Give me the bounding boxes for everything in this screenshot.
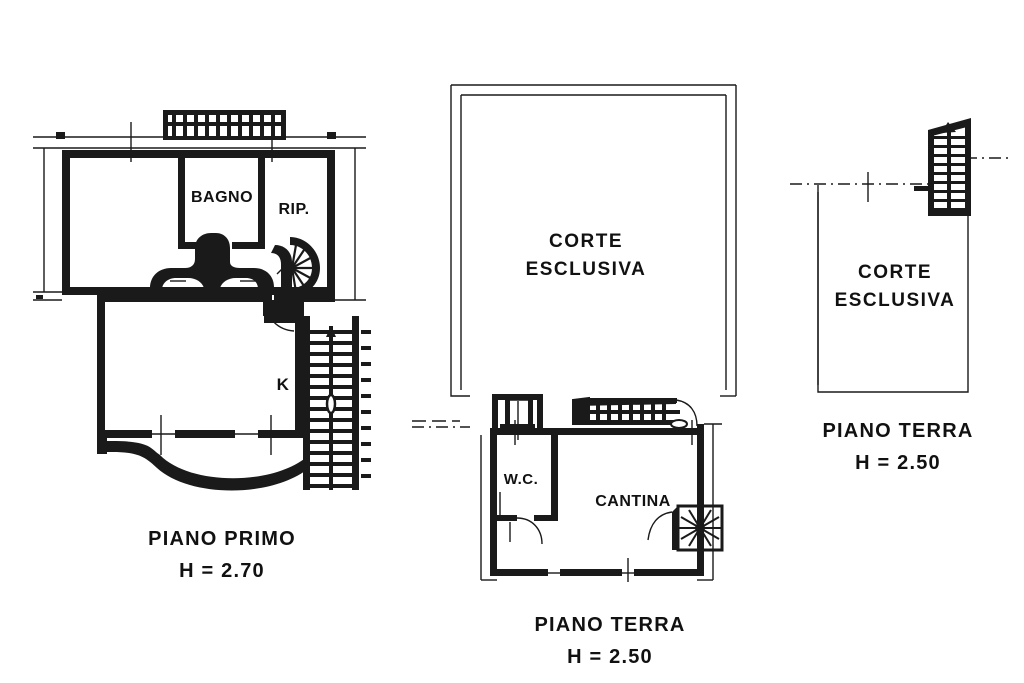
partitions-bagno-rip <box>178 156 265 249</box>
external-staircase-right-icon <box>914 118 971 216</box>
room-label-wc: W.C. <box>504 471 539 488</box>
external-staircase-icon <box>572 396 698 429</box>
area-label-corte-line1: CORTE <box>549 231 623 252</box>
room-label-cantina: CANTINA <box>595 493 671 510</box>
area-label-corte-esclusiva-centro: CORTE ESCLUSIVA <box>526 231 647 280</box>
room-label-bagno: BAGNO <box>191 189 253 206</box>
area-label-corte-right-line2: ESCLUSIVA <box>835 290 956 311</box>
area-label-corte-line2: ESCLUSIVA <box>526 259 647 280</box>
caption-title-piano-primo: PIANO PRIMO <box>148 528 296 550</box>
spiral-staircase-icon <box>271 237 320 296</box>
spiral-staircase-cantina-icon <box>647 504 724 552</box>
plan-piano-primo: PIANO PRIMO H = 2.70 BAGNO RIP. K <box>33 110 371 582</box>
caption-height-piano-terra-destra: H = 2.50 <box>855 452 941 474</box>
courtyard-outline-right <box>817 185 969 393</box>
area-label-corte-esclusiva-destra: CORTE ESCLUSIVA <box>835 262 956 311</box>
partition-wc <box>497 435 558 545</box>
caption-title-piano-terra-centro: PIANO TERRA <box>535 614 686 636</box>
walls-lower-block <box>97 294 303 444</box>
courtyard-outline <box>450 84 737 397</box>
caption-piano-terra-destra: PIANO TERRA H = 2.50 <box>823 420 974 474</box>
cantina-window-marks <box>499 420 693 582</box>
straight-staircase-icon <box>264 316 371 490</box>
caption-piano-terra-centro: PIANO TERRA H = 2.50 <box>535 614 686 668</box>
curved-bay-wall <box>97 438 309 491</box>
walls-upper-block <box>62 150 335 295</box>
caption-height-piano-terra-centro: H = 2.50 <box>567 646 653 668</box>
plan-piano-terra-destra: CORTE ESCLUSIVA PIANO TERRA H = 2.50 <box>790 118 1010 474</box>
walls-cantina <box>480 423 722 581</box>
room-label-k: K <box>277 375 290 394</box>
hall-curved-walls <box>150 233 274 297</box>
door-swing-landing <box>263 300 304 336</box>
caption-title-piano-terra-destra: PIANO TERRA <box>823 420 974 442</box>
wall-outer-offset-left <box>33 148 97 301</box>
area-label-corte-right-line1: CORTE <box>858 262 932 283</box>
plan-piano-terra-centro: CORTE ESCLUSIVA <box>412 84 737 668</box>
window-opening-marks-bottom <box>160 415 272 455</box>
caption-piano-primo: PIANO PRIMO H = 2.70 <box>148 528 296 582</box>
wall-outer-offset-right <box>335 148 366 301</box>
caption-height-piano-primo: H = 2.70 <box>179 560 265 582</box>
room-label-rip: RIP. <box>278 201 309 218</box>
wall-mid-horizontal <box>97 294 335 302</box>
balcony-railing-icon <box>163 110 286 140</box>
